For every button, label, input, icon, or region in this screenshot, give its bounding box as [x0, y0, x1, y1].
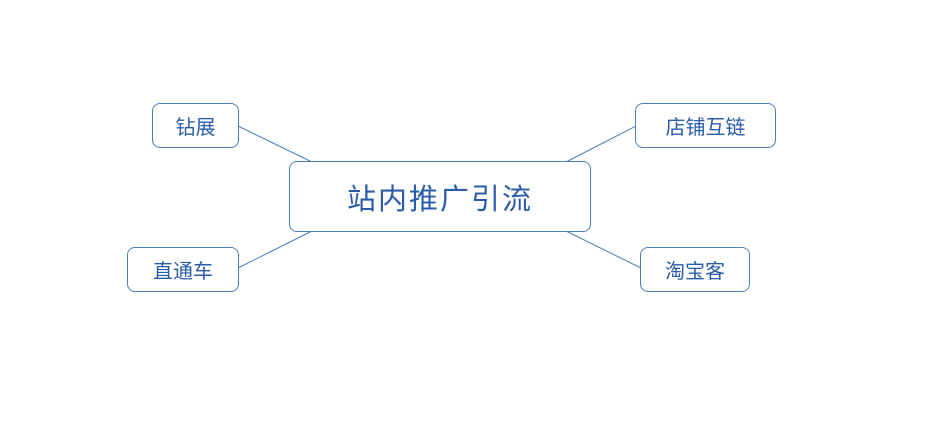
node-label: 钻展	[175, 115, 216, 139]
connector-zhitongche	[237, 230, 313, 269]
node-zuanzhan[interactable]: 钻展	[152, 103, 239, 148]
node-label: 淘宝客	[665, 259, 725, 283]
node-taobaoke[interactable]: 淘宝客	[640, 247, 750, 292]
connector-zuanzhan	[237, 125, 313, 163]
central-node[interactable]: 站内推广引流	[289, 161, 591, 232]
connector-dianpu-hulian	[565, 125, 637, 163]
connector-taobaoke	[565, 230, 642, 269]
node-dianpu-hulian[interactable]: 店铺互链	[635, 103, 776, 148]
node-label: 直通车	[153, 259, 213, 283]
central-node-label: 站内推广引流	[346, 181, 533, 216]
node-zhitongche[interactable]: 直通车	[127, 247, 239, 292]
node-label: 店铺互链	[665, 115, 746, 139]
